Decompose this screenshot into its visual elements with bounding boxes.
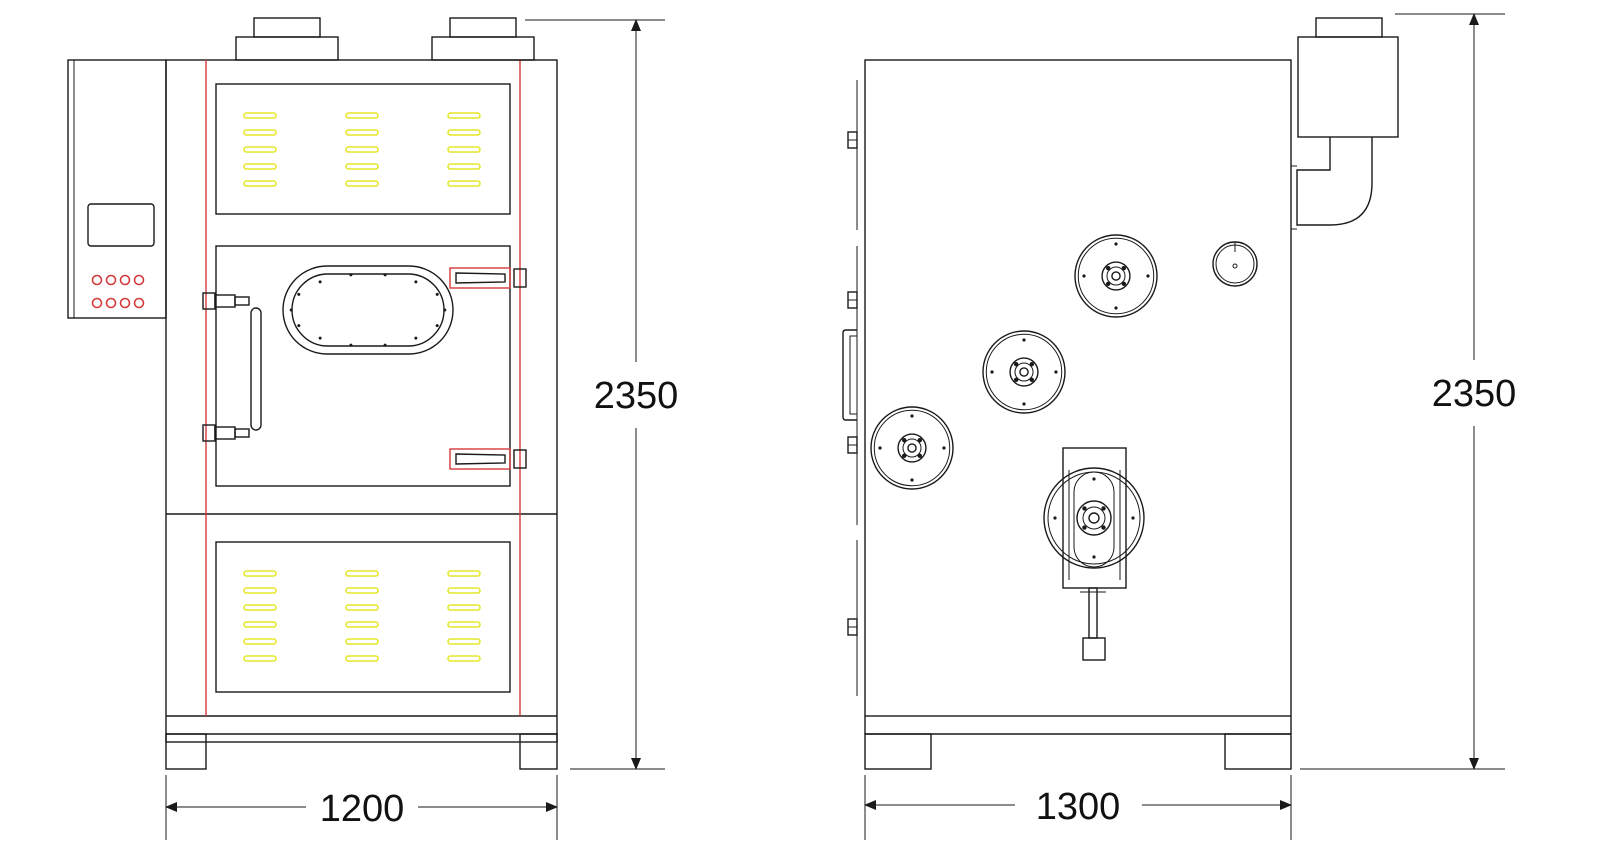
side-front-edge	[842, 80, 858, 696]
front-height-label: 2350	[594, 375, 679, 417]
vent-slot	[345, 621, 379, 628]
vent-slot	[243, 146, 277, 153]
window-bolt	[414, 280, 418, 284]
reel	[870, 406, 954, 490]
front-height-dimension: 2350	[525, 19, 679, 770]
vent-slot	[243, 655, 277, 662]
vent-slot	[447, 604, 481, 611]
vent-slot	[345, 587, 379, 594]
vent-slot	[345, 163, 379, 170]
vent-slot	[243, 638, 277, 645]
top-vent-cap-left	[235, 17, 339, 61]
door-latch-top	[202, 292, 250, 310]
front-width-dimension: 1200	[165, 775, 558, 840]
vent-slot	[243, 604, 277, 611]
window-bolt	[383, 273, 387, 277]
vent-slot	[243, 570, 277, 577]
window-bolt	[435, 292, 439, 296]
window-bolt	[414, 336, 418, 340]
side-gauge	[1212, 241, 1258, 287]
side-width-dimension: 1300	[864, 775, 1292, 840]
reel	[982, 330, 1066, 414]
display-screen	[87, 203, 155, 247]
side-reels	[870, 234, 1158, 569]
window-bolt	[289, 308, 293, 312]
vent-slot	[345, 129, 379, 136]
front-foot-right	[519, 733, 558, 770]
vent-slot	[447, 655, 481, 662]
vent-slot	[345, 604, 379, 611]
vent-slot	[447, 570, 481, 577]
vent-slot	[243, 587, 277, 594]
window-bolt	[318, 280, 322, 284]
window-bolt	[349, 343, 353, 347]
vent-slot	[447, 146, 481, 153]
upper-vent-slots	[243, 112, 481, 187]
side-height-dimension: 2350	[1300, 12, 1517, 770]
door-hinge-bottom	[449, 448, 527, 470]
front-view: 1200 2350	[67, 17, 679, 840]
door-handle	[250, 307, 262, 431]
vent-slot	[243, 163, 277, 170]
control-box	[67, 59, 167, 319]
upper-vent-panel	[215, 83, 511, 215]
front-cabinet	[165, 59, 558, 743]
door-latch-bottom	[202, 424, 250, 442]
vent-slot	[243, 180, 277, 187]
vent-slot	[243, 129, 277, 136]
vent-slot	[447, 587, 481, 594]
reel	[1074, 234, 1158, 318]
vent-slot	[447, 129, 481, 136]
window-bolt	[349, 273, 353, 277]
reel	[1043, 467, 1145, 569]
window-bolt	[318, 336, 322, 340]
window-bolt	[383, 343, 387, 347]
door-hinge-top	[449, 267, 527, 289]
window-bolt	[297, 292, 301, 296]
vent-slot	[345, 655, 379, 662]
side-view: 1300 2350	[842, 12, 1517, 840]
front-door	[202, 245, 527, 487]
side-foot-left	[864, 733, 932, 770]
vent-slot	[447, 180, 481, 187]
vent-slot	[447, 621, 481, 628]
side-width-label: 1300	[1036, 786, 1121, 828]
side-foot-right	[1224, 733, 1292, 770]
lower-vent-panel	[215, 541, 511, 693]
front-foot-left	[165, 733, 207, 770]
vent-slot	[243, 621, 277, 628]
vent-slot	[243, 112, 277, 119]
vent-slot	[447, 638, 481, 645]
exhaust-duct	[1291, 17, 1399, 230]
window-bolt	[435, 324, 439, 328]
window-bolt	[443, 308, 447, 312]
window-bolt	[297, 324, 301, 328]
vent-slot	[447, 163, 481, 170]
vent-slot	[345, 146, 379, 153]
top-vent-cap-right	[431, 17, 535, 61]
viewing-window	[291, 273, 445, 347]
side-height-label: 2350	[1432, 373, 1517, 415]
vent-slot	[345, 180, 379, 187]
vent-slot	[345, 638, 379, 645]
vent-slot	[345, 112, 379, 119]
lower-vent-slots	[243, 570, 481, 662]
side-cabinet	[864, 59, 1292, 717]
vent-slot	[345, 570, 379, 577]
tensioner-assembly	[1062, 447, 1127, 661]
vent-slot	[447, 112, 481, 119]
front-width-label: 1200	[320, 788, 405, 830]
control-buttons	[91, 274, 145, 309]
